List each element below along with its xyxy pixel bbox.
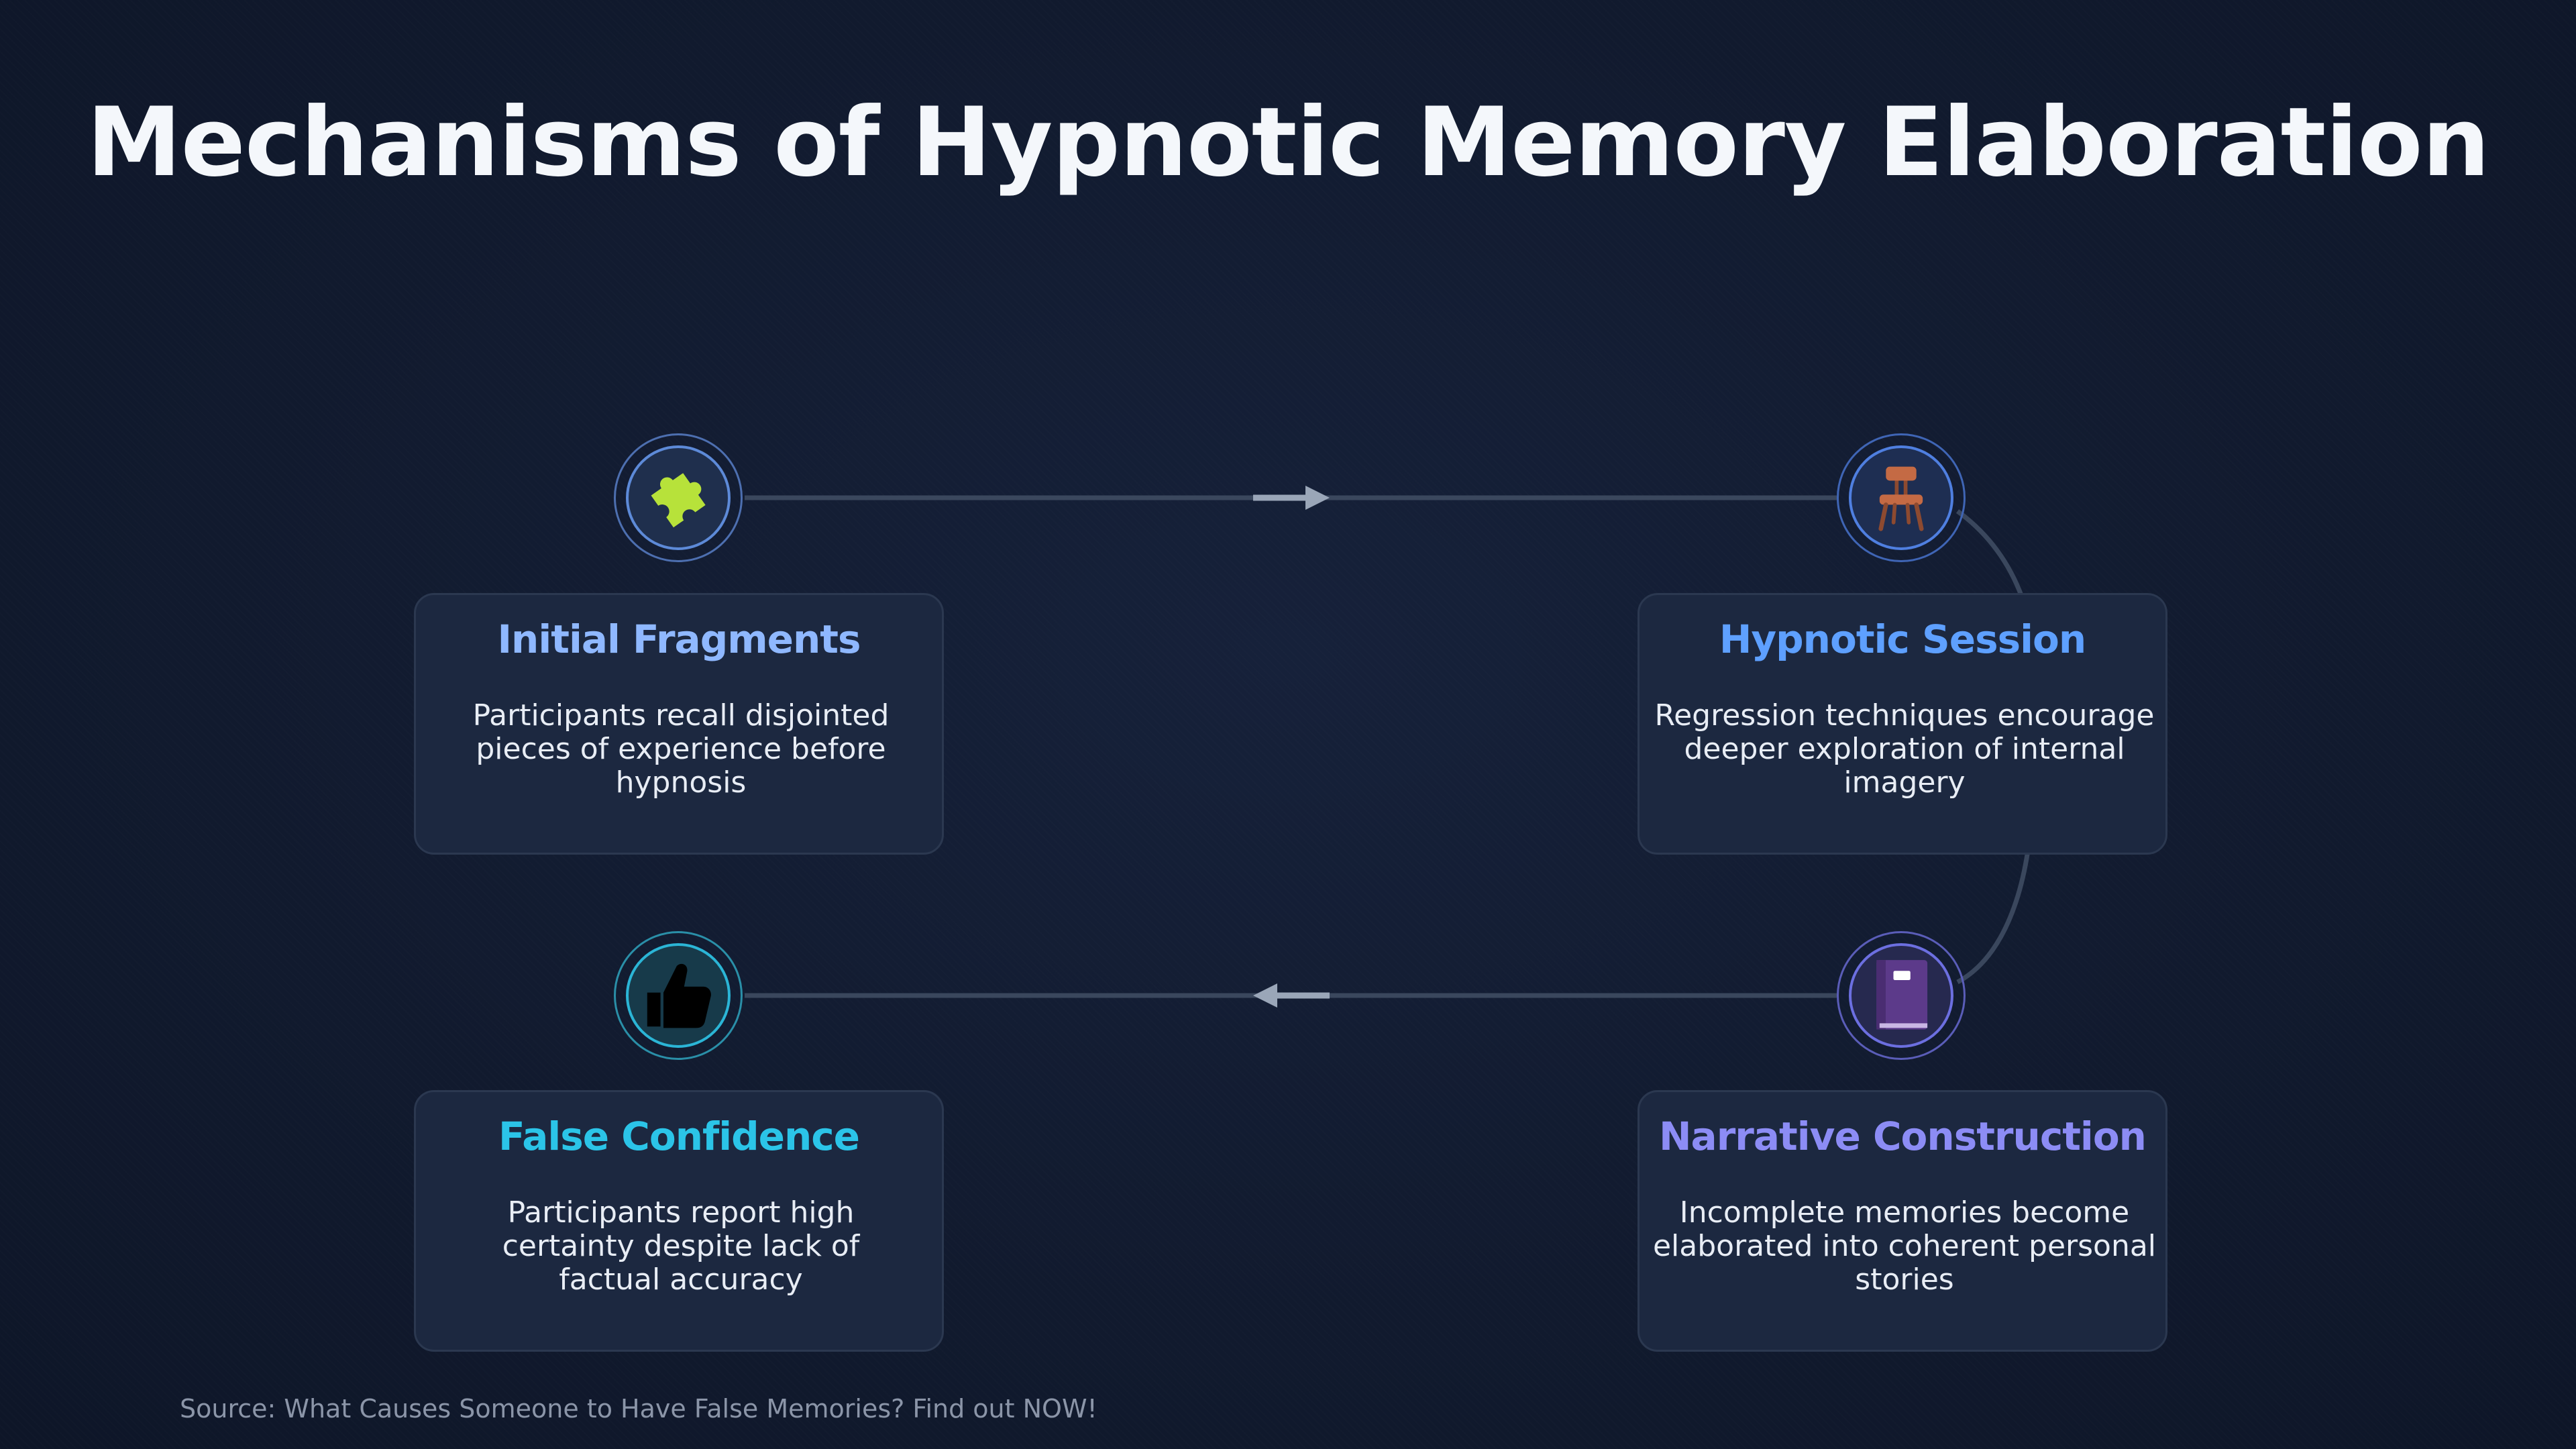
step-node-narrative-construction [1837, 931, 1966, 1060]
step-heading: False Confidence [498, 1114, 860, 1159]
step-heading: Initial Fragments [497, 616, 861, 662]
step-node-initial-fragments [614, 433, 743, 562]
chair-icon [1878, 466, 1924, 531]
step-node-false-confidence [614, 931, 743, 1060]
step-heading: Narrative Construction [1659, 1114, 2147, 1159]
step-description: Participants recall disjointed pieces of… [472, 698, 890, 800]
step-description: Incomplete memories become elaborated in… [1652, 1195, 2157, 1297]
page-title: Mechanisms of Hypnotic Memory Elaboratio… [87, 87, 2489, 198]
step-card-hypnotic-session: Hypnotic Session Regression techniques e… [1638, 593, 2167, 855]
step-card-narrative-construction: Narrative Construction Incomplete memori… [1638, 1090, 2167, 1352]
step-description: Participants report high certainty despi… [502, 1195, 860, 1297]
step-description: Regression techniques encourage deeper e… [1654, 698, 2155, 800]
step-card-false-confidence: False Confidence Participants report hig… [414, 1090, 944, 1352]
step-card-initial-fragments: Initial Fragments Participants recall di… [414, 593, 944, 855]
step-node-hypnotic-session [1837, 433, 1966, 562]
thumbs-up-icon [647, 963, 711, 1028]
puzzle-piece-icon [651, 473, 706, 528]
source-caption: Source: What Causes Someone to Have Fals… [180, 1394, 1097, 1424]
book-icon [1876, 960, 1928, 1030]
arrow-left-icon [1253, 983, 1330, 1008]
step-heading: Hypnotic Session [1719, 616, 2086, 662]
arrow-right-icon [1253, 486, 1330, 510]
